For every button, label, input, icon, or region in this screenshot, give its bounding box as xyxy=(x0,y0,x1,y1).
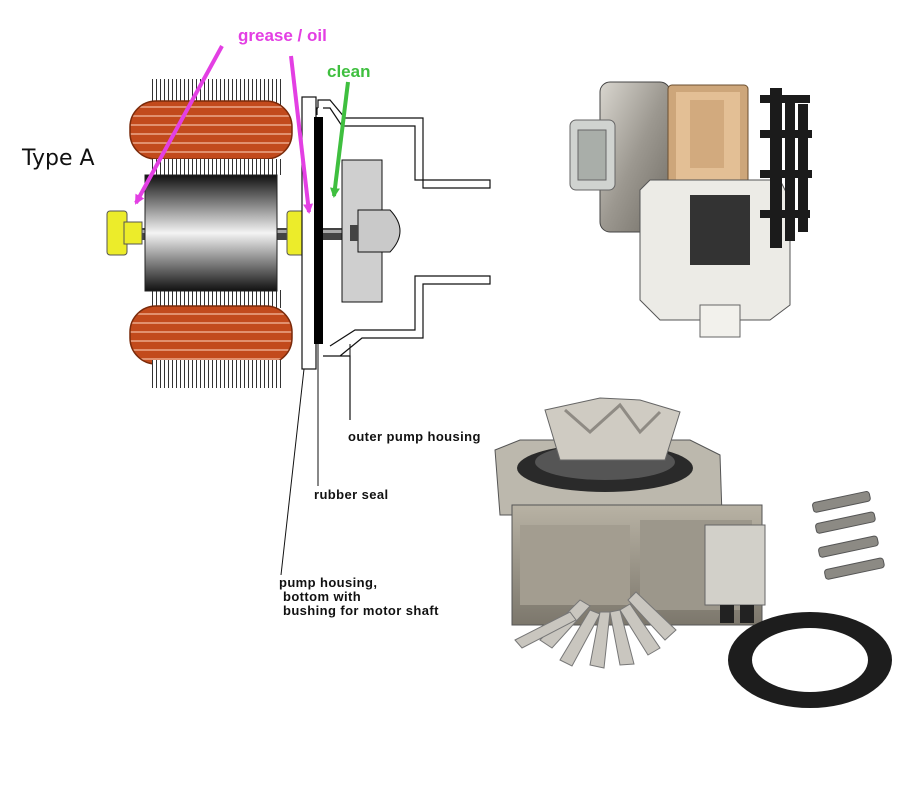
clean-label: clean xyxy=(327,62,370,81)
rubber-seal-label: rubber seal xyxy=(314,487,389,502)
pump-housing-label-2: bottom with xyxy=(283,589,361,604)
coil-bottom xyxy=(129,305,293,365)
pump-housing-label-1: pump housing, xyxy=(279,575,377,590)
stator-fins-mid-top xyxy=(152,159,284,175)
rubber-seal xyxy=(314,117,323,344)
rotor xyxy=(144,174,278,292)
pump-photo-exploded xyxy=(494,397,892,708)
pump-photo-side-view xyxy=(569,81,812,338)
grease-arrow-left xyxy=(134,45,224,205)
stator-fins-bottom xyxy=(152,360,284,388)
diagram-title: Type A xyxy=(21,146,95,171)
pump-housing-bottom xyxy=(301,96,317,370)
grease-arrow-right xyxy=(289,55,314,214)
motor-stator xyxy=(129,79,293,388)
clean-arrow xyxy=(330,81,350,198)
impeller-hub xyxy=(357,209,401,253)
outer-pump-housing-label: outer pump housing xyxy=(348,429,481,444)
stator-fins-mid-bottom xyxy=(152,290,284,308)
grease-label: grease / oil xyxy=(238,26,327,45)
coil-top xyxy=(129,100,293,160)
pump-housing-label-3: bushing for motor shaft xyxy=(283,603,439,618)
